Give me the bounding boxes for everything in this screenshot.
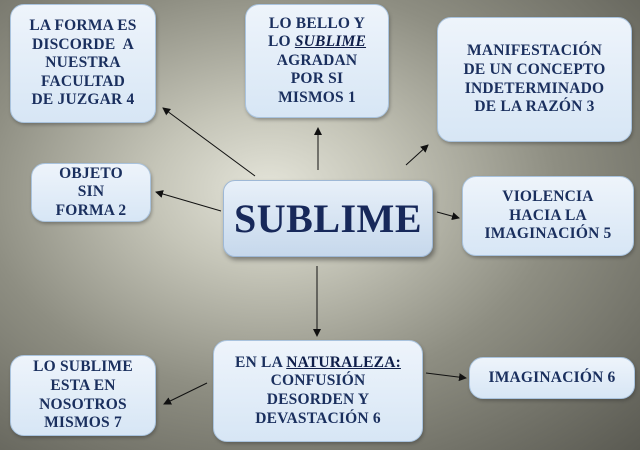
node-text-emphasis: SUBLIME xyxy=(294,33,367,51)
node-forma-discorde: LA FORMA ES DISCORDE A NUESTRA FACULTAD … xyxy=(10,4,156,123)
node-text-line: FACULTAD xyxy=(41,72,125,90)
node-text-line: VIOLENCIA xyxy=(502,188,594,206)
node-text-line: MANIFESTACIÓN xyxy=(467,42,602,60)
node-text-line: LO SUBLIME xyxy=(33,358,133,376)
node-text-line: DE LA RAZÓN 3 xyxy=(474,98,595,116)
node-text-line: DESORDEN Y xyxy=(266,391,370,408)
node-manifestacion: MANIFESTACIÓN DE UN CONCEPTO INDETERMINA… xyxy=(437,17,632,142)
node-text-line: DE UN CONCEPTO xyxy=(463,60,606,78)
node-en-nosotros: LO SUBLIME ESTA EN NOSOTROS MISMOS 7 xyxy=(10,355,156,436)
node-text-line: ESTA EN xyxy=(50,376,116,394)
arrow-to-violencia xyxy=(436,211,460,221)
node-text-emphasis: NATURALEZA: xyxy=(286,353,401,371)
node-text-line: LO BELLO Y xyxy=(268,14,366,32)
node-text-fragment: EN LA xyxy=(235,353,287,371)
arrow-to-objeto-sin-forma xyxy=(155,190,222,212)
node-text-line: CONFUSIÓN xyxy=(270,372,366,390)
node-text-line: NUESTRA xyxy=(45,54,121,72)
node-text-line: MISMOS 7 xyxy=(44,414,122,432)
central-node-label: SUBLIME xyxy=(234,195,422,241)
node-violencia: VIOLENCIA HACIA LA IMAGINACIÓN 5 xyxy=(462,176,634,256)
node-bello-sublime: LO BELLO Y LO SUBLIME AGRADAN POR SI MIS… xyxy=(245,4,389,118)
node-text-line: AGRADAN xyxy=(276,51,358,69)
node-text-line: DE JUZGAR 4 xyxy=(31,91,135,109)
arrow-to-en-nosotros xyxy=(163,382,208,405)
node-text-line: EN LA NATURALEZA: xyxy=(235,354,401,373)
node-text-line: DISCORDE A xyxy=(31,35,135,53)
node-imaginacion: IMAGINACIÓN 6 xyxy=(469,357,635,399)
node-text-line: LO SUBLIME xyxy=(268,33,366,52)
node-text-line: INDETERMINADO xyxy=(464,79,605,97)
node-text-line: FORMA 2 xyxy=(55,201,127,219)
arrow-to-forma-discorde xyxy=(162,107,256,177)
central-node-sublime: SUBLIME xyxy=(223,180,433,257)
node-text-line: HACIA LA xyxy=(509,206,587,224)
node-text-line: NOSOTROS xyxy=(39,395,127,413)
node-text-fragment: LO xyxy=(267,33,295,51)
node-naturaleza: EN LA NATURALEZA: CONFUSIÓN DESORDEN Y D… xyxy=(213,340,423,442)
node-objeto-sin-forma: OBJETO SIN FORMA 2 xyxy=(31,163,151,222)
arrow-to-imaginacion xyxy=(425,372,467,382)
node-text-line: POR SI xyxy=(290,70,344,88)
node-text-line: OBJETO xyxy=(59,164,123,182)
node-text-line: MISMOS 1 xyxy=(278,88,356,106)
node-text-line: LA FORMA ES xyxy=(29,17,137,35)
node-text-line: IMAGINACIÓN 5 xyxy=(484,225,612,243)
arrow-to-manifestacion xyxy=(405,144,429,166)
node-text-line: IMAGINACIÓN 6 xyxy=(488,368,616,386)
node-text-line: DEVASTACIÓN 6 xyxy=(255,409,381,427)
node-text-line: SIN xyxy=(77,183,105,201)
